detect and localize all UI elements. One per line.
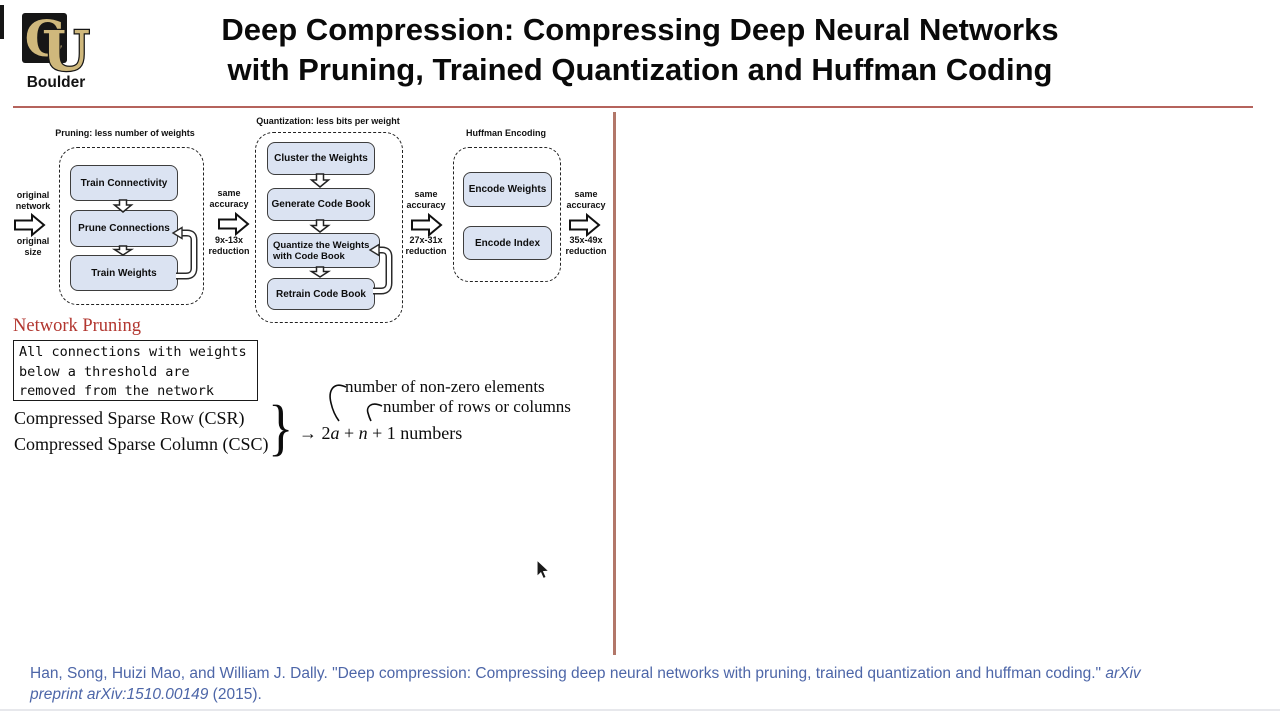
cu-boulder-logo-icon: C U — [22, 11, 91, 75]
huffman-dashed-group — [453, 147, 561, 282]
pruning-stage-label: Pruning: less number of weights — [55, 128, 195, 138]
stage2-accuracy-label: same accuracy — [406, 189, 446, 210]
stage1-reduction-label: 9x-13x reduction — [208, 235, 250, 256]
formula-plus: + — [339, 423, 359, 443]
quantization-stage-label: Quantization: less bits per weight — [256, 116, 400, 126]
input-label-original-size: original size — [16, 236, 50, 257]
formula-arrow: → — [299, 423, 322, 443]
citation-venue: arXiv preprint arXiv:1510.00149 — [30, 665, 1141, 703]
stage2-reduction-label: 27x-31x reduction — [405, 235, 447, 256]
logo-letter-c: C — [25, 11, 65, 68]
slide-title: Deep Compression: Compressing Deep Neura… — [0, 10, 1280, 90]
pruning-note-box: All connections with weights below a thr… — [13, 340, 258, 401]
slide-title-line2: with Pruning, Trained Quantization and H… — [227, 52, 1053, 87]
flowbox-train-weights: Train Weights — [70, 255, 178, 291]
formula-var-a: a — [330, 423, 340, 443]
annotation-curve-nonzero — [329, 384, 347, 422]
stage1-accuracy-label: same accuracy — [209, 188, 249, 209]
logo-black-square — [22, 13, 67, 63]
flowbox-prune-connections: Prune Connections — [70, 210, 178, 247]
huffman-stage-label: Huffman Encoding — [466, 128, 546, 138]
storage-formula: → 2a + n + 1 numbers — [299, 423, 462, 444]
vertical-divider-rule — [613, 112, 616, 655]
grouping-brace: } — [268, 394, 294, 462]
flowbox-encode-weights: Encode Weights — [463, 172, 552, 207]
citation-year: (2015). — [208, 686, 262, 703]
formula-var-n: n — [358, 423, 368, 443]
flowbox-train-connectivity: Train Connectivity — [70, 165, 178, 201]
input-label-original-network: original network — [15, 190, 51, 211]
csr-line: Compressed Sparse Row (CSR) — [14, 408, 245, 428]
pruning-dashed-group — [59, 147, 204, 305]
flowbox-cluster-weights: Cluster the Weights — [267, 142, 375, 175]
formula-coef: 2 — [321, 423, 331, 443]
annotation-curve-rows — [366, 403, 383, 422]
section-heading: Network Pruning — [13, 316, 141, 336]
stage3-accuracy-label: same accuracy — [566, 189, 606, 210]
formula-tail: + 1 numbers — [367, 423, 463, 443]
stage1-flow-arrow-icon — [218, 211, 250, 237]
logo-letter-u: U — [42, 18, 90, 75]
stage2-flow-arrow-icon — [411, 212, 443, 238]
csc-line: Compressed Sparse Column (CSC) — [14, 434, 269, 454]
title-divider-rule — [13, 106, 1253, 108]
flowbox-retrain-codebook: Retrain Code Book — [267, 278, 375, 310]
flowbox-generate-codebook: Generate Code Book — [267, 188, 375, 221]
stage3-reduction-label: 35x-49x reduction — [565, 235, 607, 256]
flowbox-quantize-weights: Quantize the Weights with Code Book — [267, 233, 380, 268]
slide-title-line1: Deep Compression: Compressing Deep Neura… — [221, 12, 1059, 47]
annotation-rows: number of rows or columns — [383, 397, 571, 416]
citation-text: Han, Song, Huizi Mao, and William J. Dal… — [30, 665, 1106, 682]
mouse-cursor — [536, 558, 551, 580]
logo-boulder-label: Boulder — [26, 74, 86, 91]
stage3-flow-arrow-icon — [569, 212, 601, 238]
flowbox-encode-index: Encode Index — [463, 226, 552, 260]
annotation-nonzero: number of non-zero elements — [345, 377, 545, 396]
input-flow-arrow-icon — [14, 212, 46, 238]
edge-artifact — [0, 5, 4, 39]
citation: Han, Song, Huizi Mao, and William J. Dal… — [30, 663, 1195, 705]
bottom-edge-rule — [0, 709, 1280, 711]
quantization-dashed-group — [255, 132, 403, 323]
